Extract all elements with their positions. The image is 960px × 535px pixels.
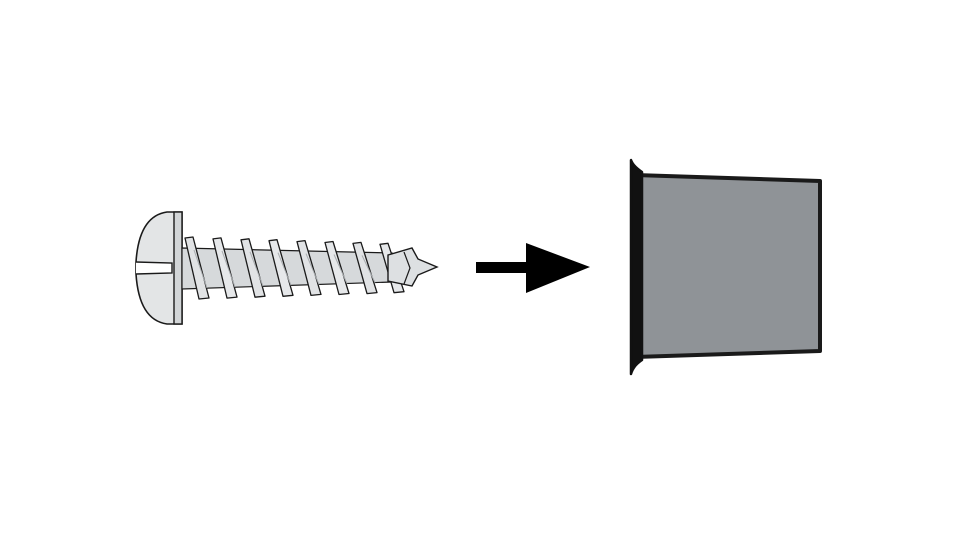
screw-thread — [184, 236, 210, 300]
screw-slot — [135, 261, 173, 275]
screw-thread — [240, 238, 266, 298]
arrow-shaft — [476, 262, 534, 273]
arrow-head — [526, 243, 590, 293]
anchor-flange — [629, 158, 644, 376]
anchor-body — [632, 173, 822, 359]
screw-thread-shade — [305, 253, 320, 285]
screw-thread-shade — [249, 251, 264, 287]
screw-head-face — [173, 211, 183, 325]
screw-thread — [268, 239, 294, 297]
wall-anchor-icon — [629, 158, 822, 376]
screw-tip — [387, 247, 439, 287]
screw-thread-shade — [277, 252, 292, 286]
pan-head-screw-icon — [135, 211, 439, 325]
screw-thread-shade — [333, 254, 348, 284]
screw-thread — [296, 239, 322, 297]
screw-thread — [324, 240, 350, 296]
screw-thread-shade — [193, 249, 208, 289]
screw-thread — [352, 241, 378, 295]
screw-thread-shade — [221, 250, 236, 288]
arrow-right-icon — [476, 243, 590, 293]
screw-tip-crest — [403, 251, 411, 285]
screw-thread — [212, 237, 238, 299]
screw-thread-shade — [361, 255, 376, 283]
